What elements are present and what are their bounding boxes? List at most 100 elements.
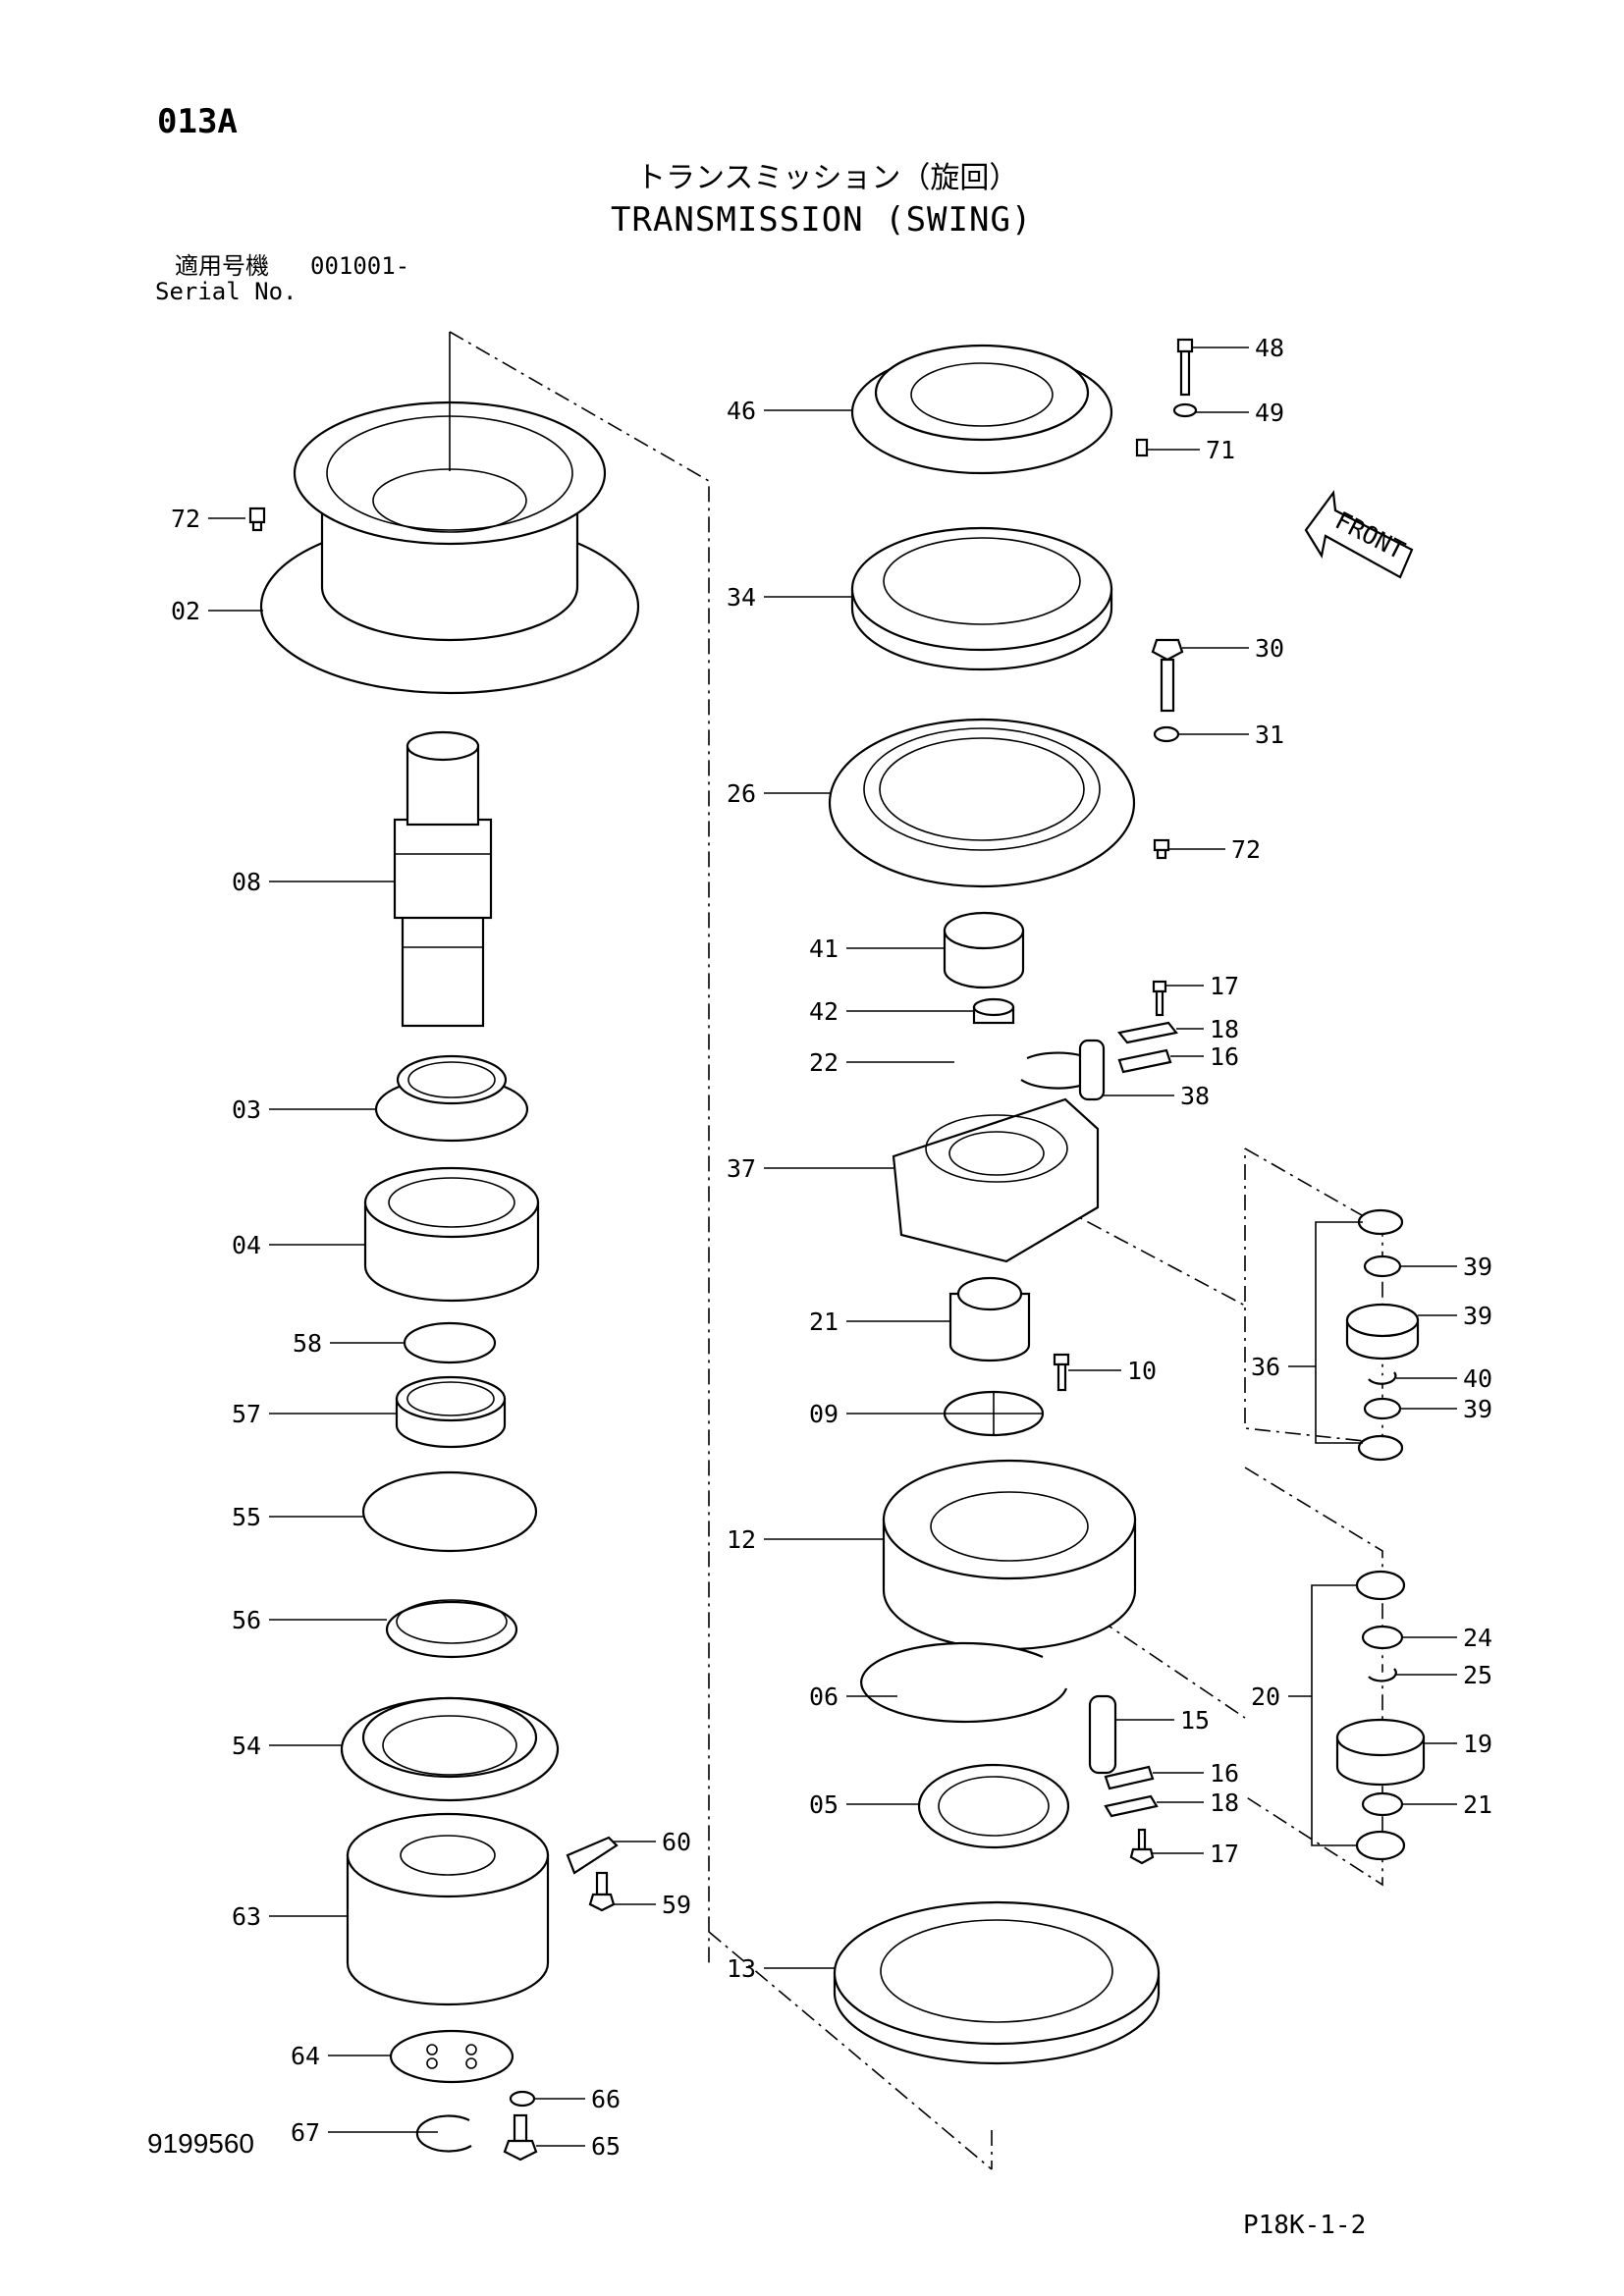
callout-04: 04 <box>232 1231 261 1259</box>
part-58-o-ring <box>403 1321 497 1364</box>
part-35-carrier <box>892 1097 1100 1263</box>
part-10-bolt <box>1053 1353 1070 1392</box>
part-12-carrier <box>882 1459 1137 1651</box>
callout-labels: 72 02 08 03 04 58 57 55 56 54 60 59 63 6… <box>171 334 1492 2161</box>
part-72-plug-left <box>248 507 266 532</box>
callout-08: 08 <box>232 868 261 896</box>
serial-label-japanese: 適用号機 <box>175 252 269 280</box>
callout-17-lower: 17 <box>1210 1840 1239 1868</box>
planet-group-lower <box>1311 1570 1426 1861</box>
part-71-plug <box>1135 438 1149 457</box>
part-63-pinion <box>346 1812 550 2006</box>
part-18-lock-plate-lower <box>1104 1794 1159 1818</box>
part-42-spacer <box>972 997 1015 1025</box>
part-26-bearing-ring <box>828 718 1136 888</box>
callout-20: 20 <box>1251 1682 1280 1711</box>
callout-40: 40 <box>1463 1364 1492 1393</box>
part-36-pin <box>1078 1039 1106 1101</box>
page-reference: P18K-1-2 <box>1243 2211 1367 2240</box>
serial-label-english: Serial No. <box>155 278 298 305</box>
callout-31: 31 <box>1255 721 1284 749</box>
callout-71: 71 <box>1206 436 1235 464</box>
part-66-washer <box>509 2090 536 2108</box>
part-41-sun-gear <box>943 911 1025 989</box>
callout-36: 38 <box>1180 1082 1210 1110</box>
title-english: TRANSMISSION (SWING) <box>611 200 1033 240</box>
part-16-plate-upper <box>1117 1048 1172 1074</box>
callout-10: 10 <box>1127 1357 1157 1385</box>
callout-21-upper: 24 <box>1463 1624 1492 1652</box>
callout-55: 55 <box>232 1503 261 1531</box>
part-18-lock-plate-upper <box>1117 1021 1178 1044</box>
callout-66: 66 <box>591 2085 621 2113</box>
callout-21-lower: 21 <box>1463 1790 1492 1819</box>
callout-56: 56 <box>232 1606 261 1634</box>
part-17-bolt-lower <box>1129 1828 1155 1865</box>
part-55-o-ring <box>361 1470 538 1553</box>
callout-19: 19 <box>1463 1730 1492 1758</box>
part-57-seal <box>395 1375 507 1449</box>
callout-59: 59 <box>662 1891 691 1919</box>
part-09-thrust-plate <box>943 1390 1045 1437</box>
callout-39-lower: 39 <box>1463 1395 1492 1423</box>
serial-value: 001001- <box>310 252 410 280</box>
callout-22: 25 <box>1463 1661 1492 1689</box>
callout-03: 03 <box>232 1095 261 1124</box>
callout-34: 34 <box>727 583 756 612</box>
planet-group-upper <box>1315 1208 1420 1462</box>
callout-30: 30 <box>1255 634 1284 663</box>
part-34-ring-gear <box>850 526 1113 671</box>
callout-42: 42 <box>809 997 839 1026</box>
callout-13: 13 <box>727 1954 756 1983</box>
part-48-bolt <box>1176 338 1194 397</box>
part-64-plate <box>389 2029 514 2084</box>
callout-09: 09 <box>809 1400 839 1428</box>
part-05-bearing <box>917 1763 1070 1849</box>
callout-49: 49 <box>1255 399 1284 427</box>
callout-25: 22 <box>809 1048 839 1077</box>
part-24-planet-gear <box>948 1276 1031 1362</box>
part-31-washer <box>1153 725 1180 743</box>
callout-72-left: 72 <box>171 505 200 533</box>
callout-46: 46 <box>727 397 756 425</box>
callout-18-lower: 18 <box>1210 1789 1239 1817</box>
part-13-ring-gear <box>833 1900 1161 2065</box>
part-17-bolt-upper <box>1152 980 1167 1017</box>
part-16-plate-lower <box>1104 1765 1155 1790</box>
callout-38: 36 <box>1251 1353 1280 1381</box>
callout-39-upper: 39 <box>1463 1253 1492 1281</box>
callout-72-right: 72 <box>1231 835 1261 864</box>
callout-67: 67 <box>291 2118 320 2147</box>
part-30-bolt <box>1151 638 1184 713</box>
part-56-seal <box>385 1599 518 1659</box>
catalog-code: 013A <box>157 102 238 141</box>
part-65-bolt <box>503 2113 538 2162</box>
part-67-snap-ring <box>415 2114 472 2153</box>
part-15-pin <box>1088 1694 1117 1775</box>
callout-05: 05 <box>809 1790 839 1819</box>
part-54-cover <box>340 1696 560 1802</box>
part-46-cover <box>850 344 1113 475</box>
callout-64: 64 <box>291 2042 320 2070</box>
callout-54: 54 <box>232 1732 261 1760</box>
callout-06: 06 <box>809 1682 839 1711</box>
callout-35: 37 <box>727 1154 756 1183</box>
part-08-shaft <box>393 730 493 1028</box>
callout-60: 60 <box>662 1828 691 1856</box>
part-04-bearing <box>363 1166 540 1303</box>
callout-57: 57 <box>232 1400 261 1428</box>
callout-41: 41 <box>809 934 839 963</box>
front-direction-arrow <box>1304 490 1414 579</box>
callout-37: 39 <box>1463 1302 1492 1330</box>
part-60-lock-plate <box>566 1836 619 1875</box>
callout-65: 65 <box>591 2132 621 2161</box>
part-03-collar <box>374 1054 529 1143</box>
callout-16-upper: 16 <box>1210 1042 1239 1071</box>
callout-63: 63 <box>232 1902 261 1931</box>
callout-26: 26 <box>727 779 756 808</box>
callout-12: 12 <box>727 1525 756 1554</box>
part-49-washer <box>1172 402 1198 418</box>
part-06-snap-ring <box>860 1641 1068 1724</box>
callout-58: 58 <box>293 1329 322 1358</box>
